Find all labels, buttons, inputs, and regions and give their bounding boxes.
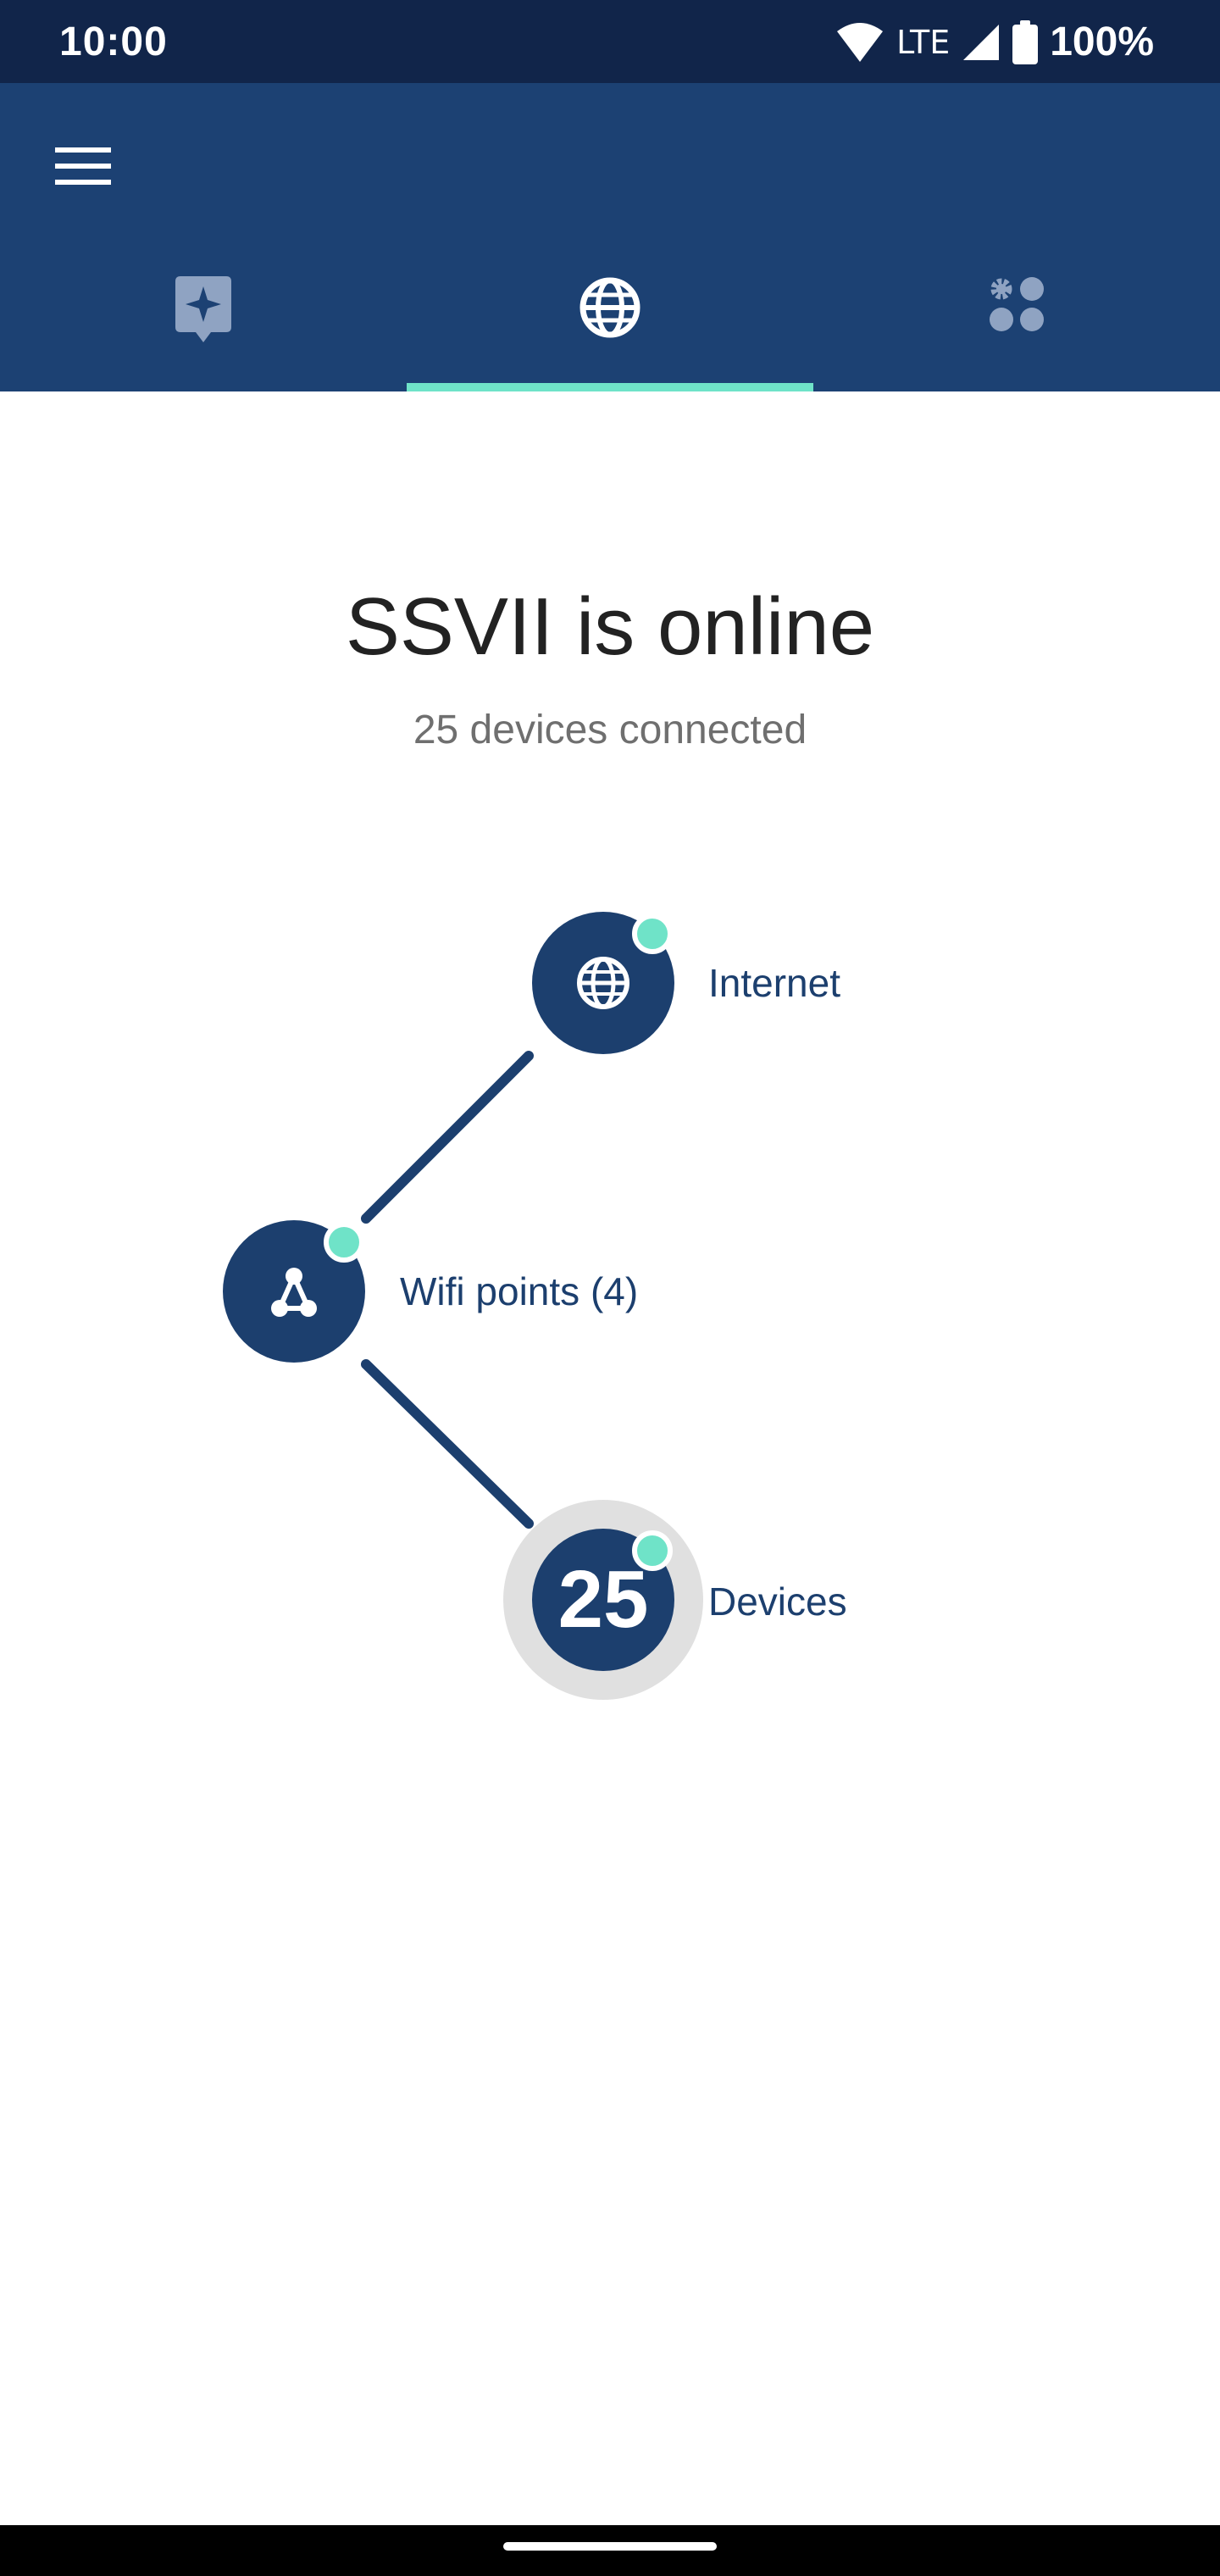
system-nav-bar — [0, 2525, 1220, 2576]
internet-node[interactable] — [532, 912, 674, 1054]
tab-more[interactable] — [813, 249, 1220, 391]
tab-assistant[interactable] — [0, 249, 407, 391]
status-bar: 10:00 LTE 100% — [0, 0, 1220, 83]
devices-connected-subtitle: 25 devices connected — [413, 708, 807, 752]
network-type-label: LTE — [896, 24, 951, 61]
battery-percentage: 100% — [1050, 19, 1154, 64]
page-title: SSVII is online — [345, 581, 875, 672]
wifi-signal-icon — [837, 23, 884, 62]
wifi-to-devices-line — [361, 1359, 534, 1529]
menu-button[interactable] — [42, 125, 124, 207]
tab-network[interactable] — [407, 249, 813, 391]
selected-tab-indicator — [407, 383, 813, 391]
devices-label[interactable]: Devices — [708, 1579, 847, 1624]
devices-node[interactable] — [503, 1500, 703, 1700]
globe-icon — [580, 277, 640, 338]
internet-status-dot — [632, 913, 673, 954]
app-header — [0, 83, 1220, 391]
internet-to-wifi-line — [361, 1051, 534, 1224]
topology-graph — [223, 912, 703, 1700]
status-time: 10:00 — [59, 19, 168, 64]
globe-icon — [577, 957, 629, 1009]
home-gesture-handle[interactable] — [503, 2542, 717, 2551]
devices-count: 25 — [557, 1554, 649, 1645]
gear-apps-grid-icon — [990, 277, 1044, 331]
cell-signal-icon — [963, 25, 1000, 60]
devices-status-dot — [632, 1530, 673, 1571]
wifi-points-label[interactable]: Wifi points (4) — [400, 1269, 639, 1313]
internet-label[interactable]: Internet — [708, 961, 840, 1005]
network-topology: 25 Internet Wifi points (4) Devices — [0, 847, 1220, 1779]
status-icons: LTE 100% — [835, 17, 1154, 68]
hamburger-menu-icon — [55, 147, 111, 185]
wifi-points-node[interactable] — [223, 1220, 365, 1363]
mesh-network-icon — [271, 1268, 317, 1317]
sparkle-chat-icon — [175, 276, 231, 342]
battery-icon — [1012, 20, 1039, 64]
wifi-points-status-dot — [324, 1222, 364, 1263]
